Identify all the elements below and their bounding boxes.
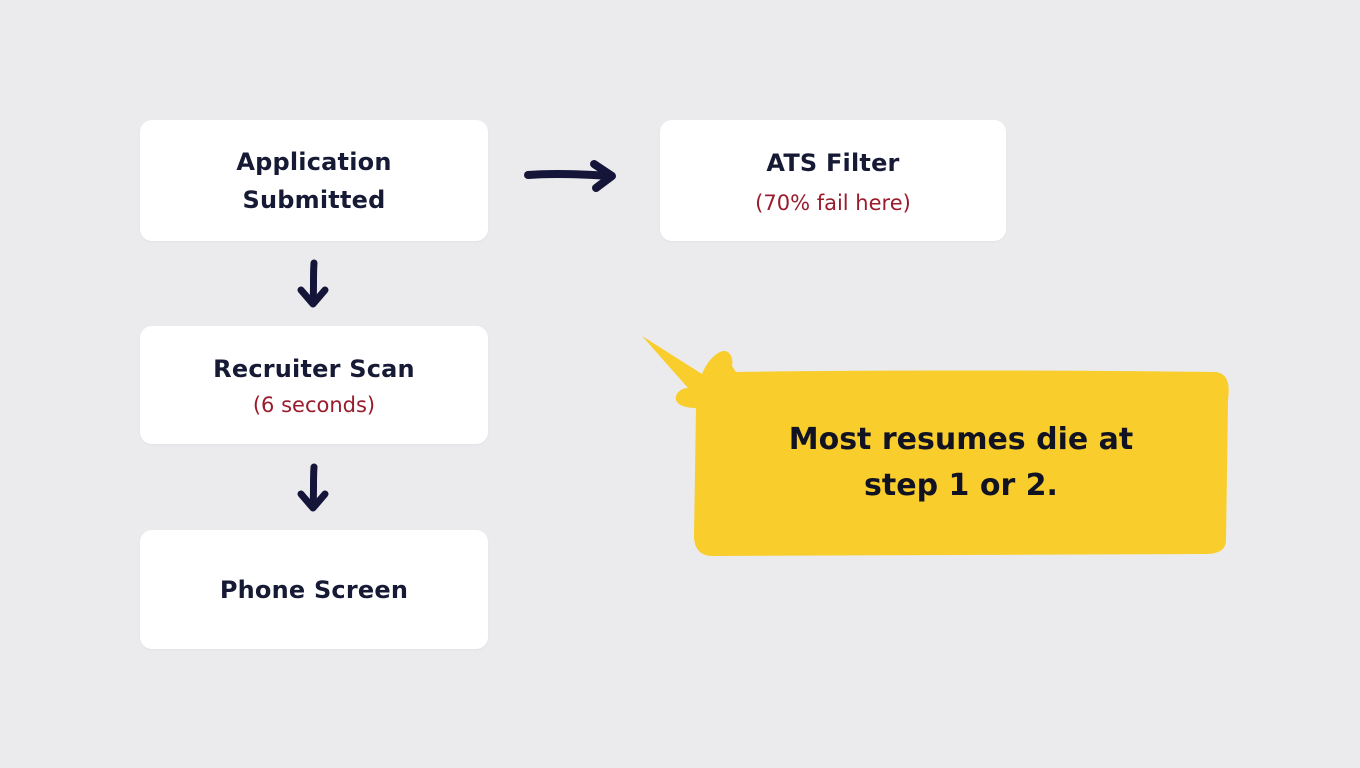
arrow-right-icon [524,160,616,192]
callout-bubble [642,336,1229,556]
step-title: ATS Filter [766,148,900,177]
step-title: Application Submitted [236,147,392,214]
callout-message: Most resumes die at step 1 or 2. [788,422,1134,503]
arrow-down-icon [297,463,329,512]
step-card-recruiter-scan: Recruiter Scan (6 seconds) [140,326,488,444]
arrow-down-icon [297,259,329,308]
step-note: (70% fail here) [755,190,911,215]
step-title: Recruiter Scan [213,355,415,383]
step-card-ats-filter: ATS Filter (70% fail here) [660,120,1006,241]
step-title: Phone Screen [219,575,409,604]
step-card-application-submitted: Application Submitted [140,120,488,241]
step-note: (6 seconds) [252,393,376,417]
callout-text: Most resumes die at step 1 or 2. [696,372,1226,554]
step-card-phone-screen: Phone Screen [140,530,488,649]
